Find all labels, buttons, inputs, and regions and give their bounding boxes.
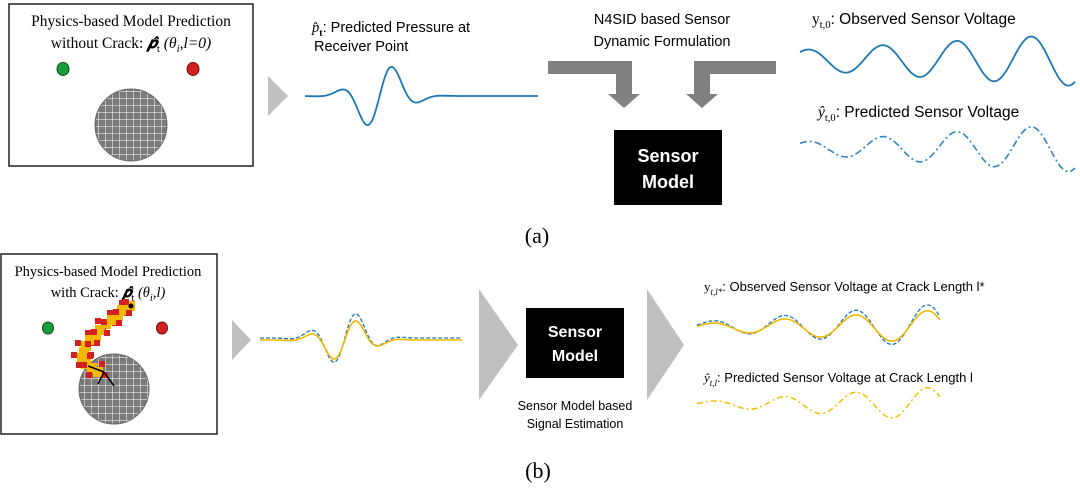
green-source-dot-b <box>42 321 54 335</box>
observed-waveform-b-blue <box>696 304 941 346</box>
crack-tip-marker <box>128 303 134 309</box>
model-box-b-line2: with Crack: 𝒑̂t (θi,l) <box>51 285 166 304</box>
crack-edge-cell <box>119 300 125 306</box>
crack-core-cell <box>107 315 117 325</box>
crack-path <box>71 299 135 387</box>
crack-edge-cell <box>87 353 93 359</box>
model-box-a-line1: Physics-based Model Prediction <box>31 13 231 30</box>
crack-core-cell <box>117 305 127 315</box>
model-box-a-line2: without Crack: 𝒑̂t (θi,l=0) <box>51 35 211 55</box>
crack-edge-cell <box>123 299 129 305</box>
crack-edge-cell <box>85 330 91 336</box>
crack-core-cell <box>91 331 101 341</box>
crack-core-cell <box>113 311 123 321</box>
crack-edge-cell <box>75 340 81 346</box>
crack-edge-cell <box>101 319 107 325</box>
crack-edge-cell <box>113 309 119 315</box>
crack-edge-cell <box>102 372 108 378</box>
estimation-label-line2: Signal Estimation <box>527 417 624 431</box>
pressure-label-a: p̂t: Predicted Pressure at <box>311 20 470 39</box>
flow-arrow-b1 <box>232 320 251 360</box>
red-receiver-dot-b <box>156 321 168 335</box>
panel-b: Physics-based Model Prediction with Crac… <box>0 253 985 483</box>
sensor-model-b-line1: Sensor <box>548 324 602 341</box>
sensor-model-a-line2: Model <box>642 172 694 192</box>
sensor-model-box-a[interactable] <box>614 130 722 205</box>
flow-arrow-a1 <box>268 76 288 116</box>
pressure-waveform-b-blue <box>260 313 462 363</box>
estimation-label-line1: Sensor Model based <box>518 399 633 413</box>
predicted-waveform-b <box>696 387 941 419</box>
crack-edge-cell <box>126 310 132 316</box>
panel-a: Physics-based Model Prediction without C… <box>8 3 1076 248</box>
crack-edge-cell <box>104 330 110 336</box>
feed-arrow-right <box>686 61 776 108</box>
n4sid-label-line2: Dynamic Formulation <box>594 34 731 50</box>
crack-core-cell <box>93 367 103 377</box>
observed-waveform-b-yellow <box>696 309 941 342</box>
pressure-waveform-a <box>305 66 538 127</box>
crack-edge-cell <box>76 362 82 368</box>
predicted-label-b: ŷt,l: Predicted Sensor Voltage at Crack … <box>702 370 973 388</box>
model-box-b-line1: Physics-based Model Prediction <box>15 264 203 280</box>
crack-edge-cell <box>94 340 100 346</box>
observed-label-b: yt,l*: Observed Sensor Voltage at Crack … <box>704 279 985 297</box>
crack-edge-cell <box>95 318 101 324</box>
crack-edge-cell <box>81 362 87 368</box>
green-source-dot-a <box>56 62 70 76</box>
sensor-model-b-line2: Model <box>552 348 598 365</box>
crack-edge-cell <box>116 320 122 326</box>
predicted-waveform-a <box>799 126 1076 173</box>
feed-arrow-left <box>548 61 640 108</box>
pressure-label-a-line2: Receiver Point <box>314 39 408 55</box>
crack-edge-cell <box>71 352 77 358</box>
crack-core-cell <box>77 353 87 363</box>
crack-edge-cell <box>91 329 97 335</box>
crack-core-cell <box>85 335 95 345</box>
crack-branch-lines <box>87 365 115 387</box>
sensor-model-box-b[interactable] <box>526 308 624 378</box>
crack-core-cell <box>79 347 89 357</box>
crack-core-cell <box>95 325 105 335</box>
crack-edge-cell <box>85 341 91 347</box>
pressure-waveform-b-yellow <box>260 320 462 360</box>
flow-arrow-b2 <box>479 289 518 400</box>
circular-grid-defect-a <box>94 88 168 162</box>
predicted-label-a: ŷt,0: Predicted Sensor Voltage <box>816 104 1019 124</box>
flow-arrow-b3 <box>647 289 684 400</box>
observed-waveform-a <box>799 35 1076 87</box>
n4sid-label-line1: N4SID based Sensor <box>594 12 730 28</box>
observed-label-a: yt,0: Observed Sensor Voltage <box>812 11 1016 31</box>
crack-edge-cell <box>99 361 105 367</box>
sensor-model-a-line1: Sensor <box>637 146 698 166</box>
crack-edge-cell <box>107 310 113 316</box>
red-receiver-dot-a <box>186 62 200 76</box>
crack-edge-cell <box>86 372 92 378</box>
caption-a: (a) <box>525 223 549 248</box>
caption-b: (b) <box>525 458 551 483</box>
